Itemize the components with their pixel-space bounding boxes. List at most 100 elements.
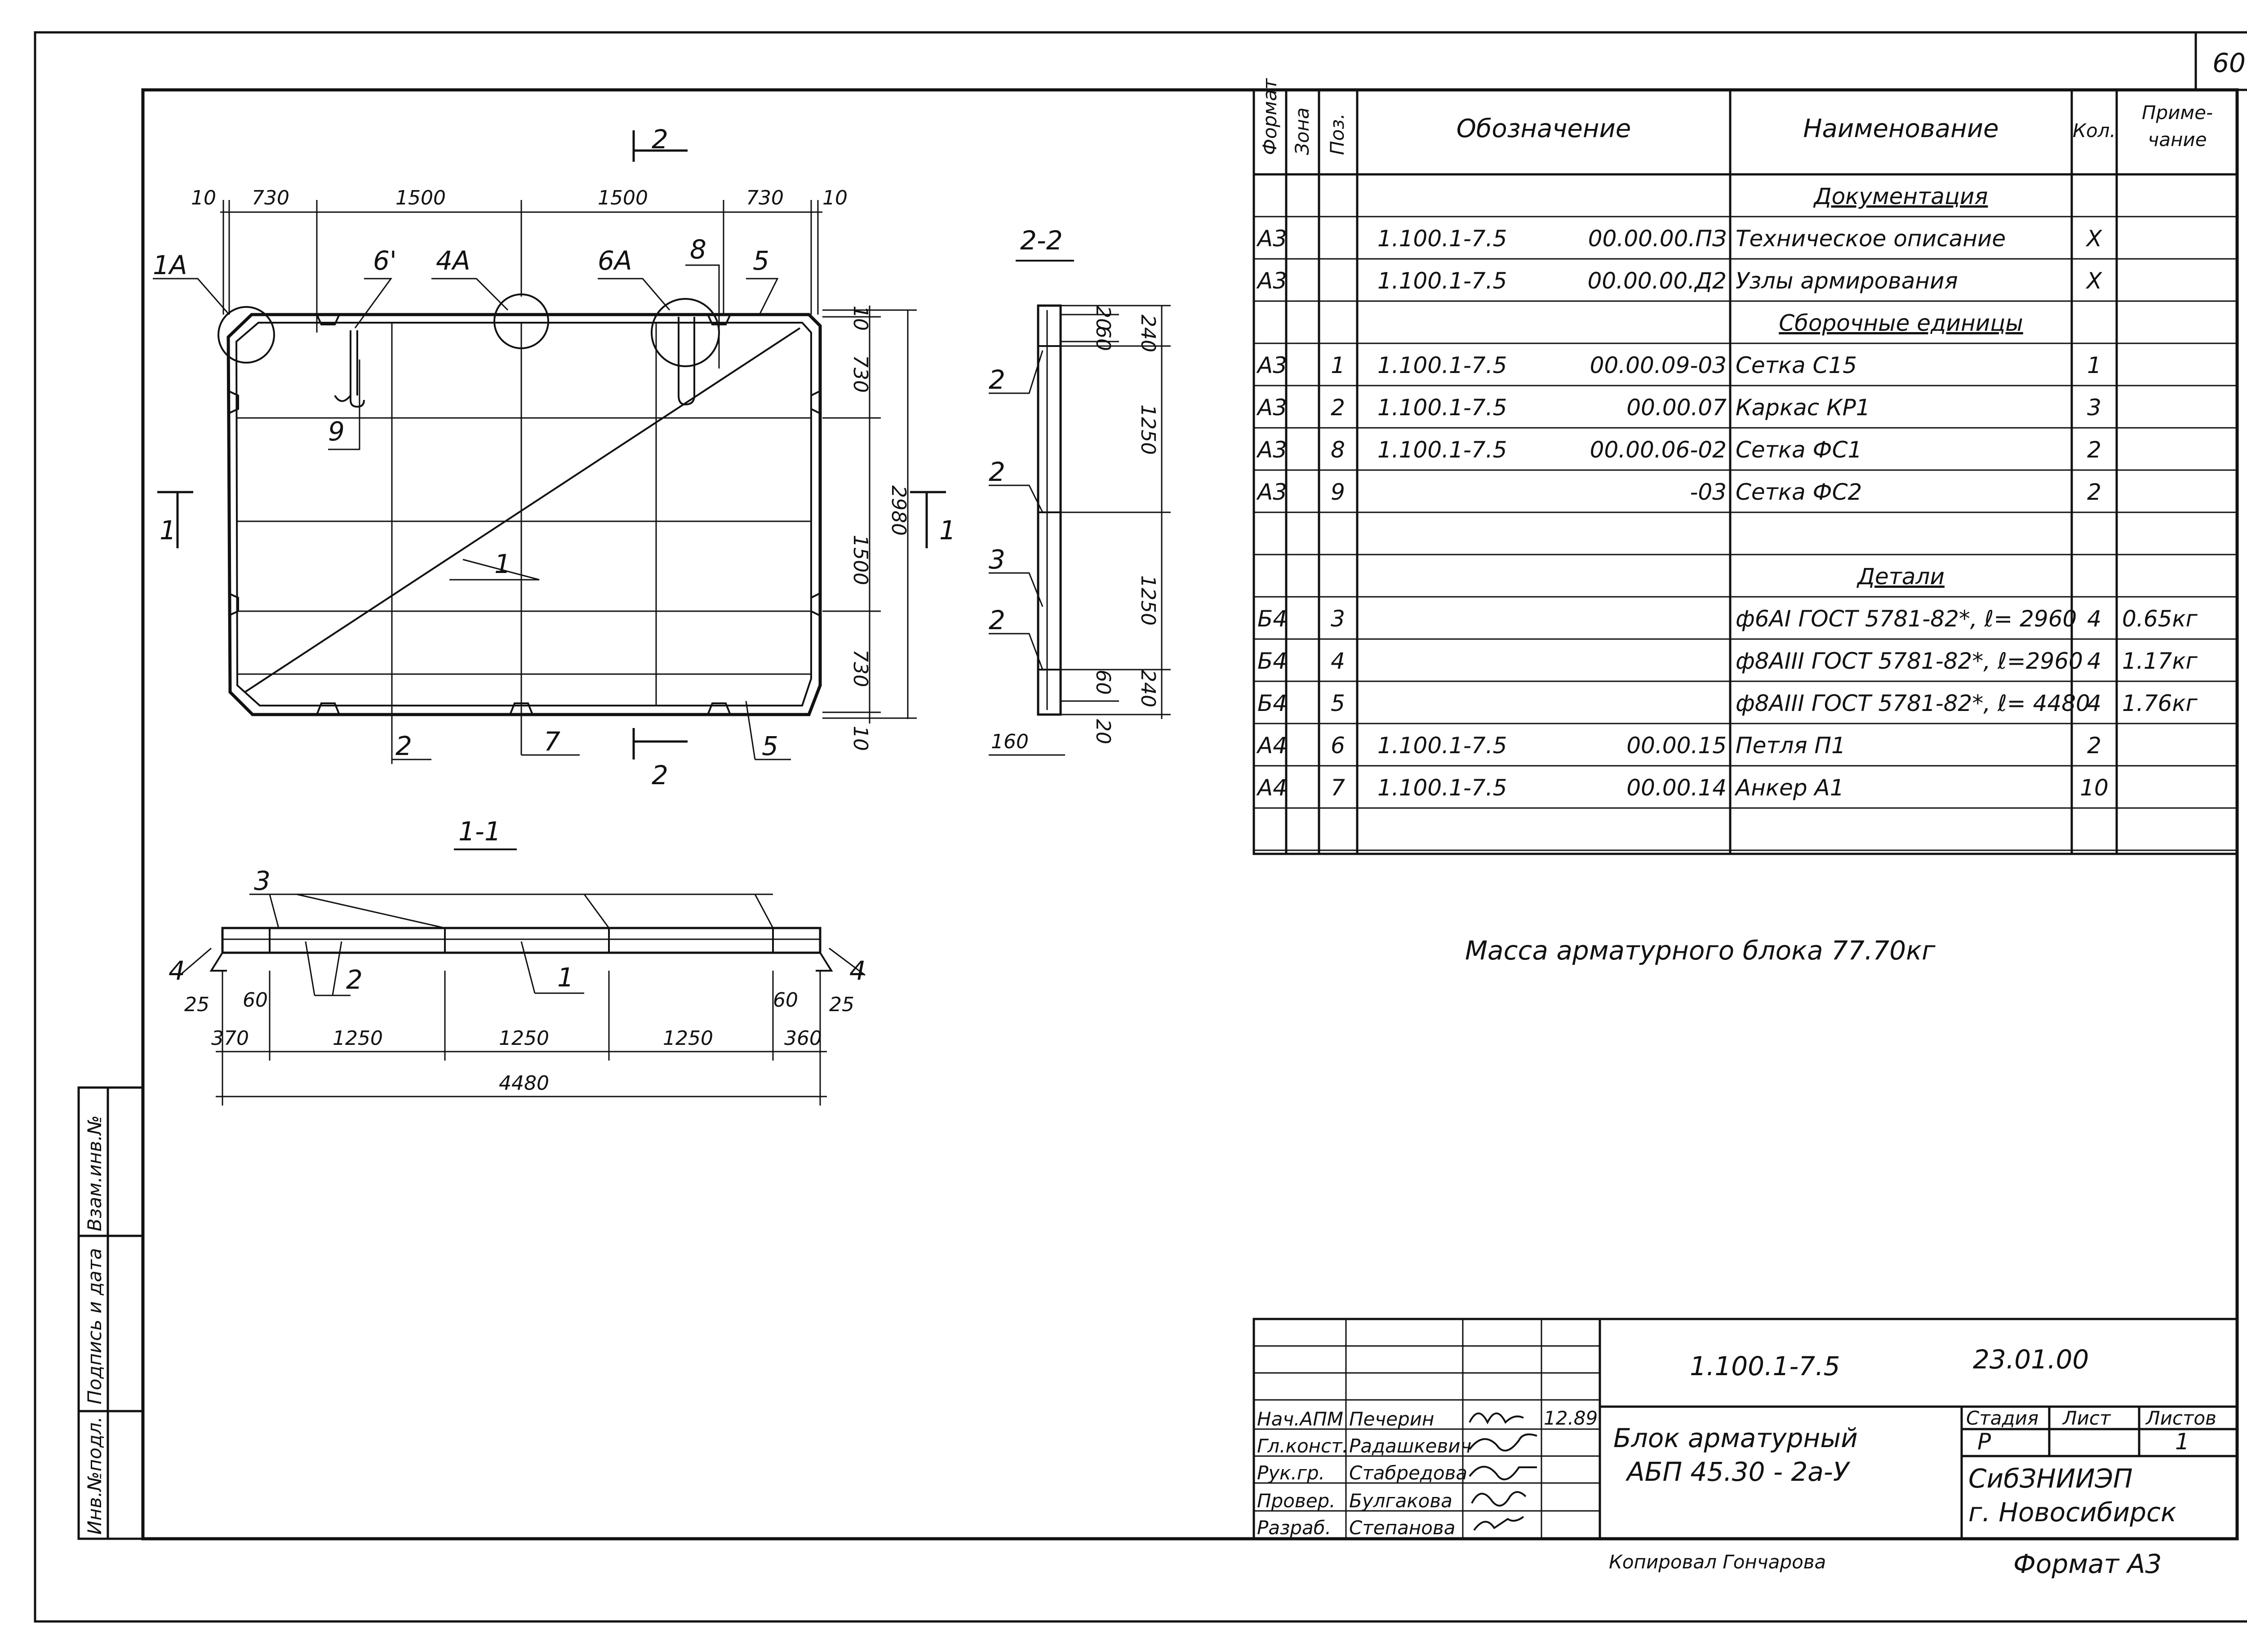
- plan-loop-left: [334, 330, 365, 408]
- section-cut-2-top: [632, 130, 688, 162]
- tb-name-2: Стабредова: [1349, 1462, 1467, 1484]
- section-2-2: 2-2 20 60 240 1250 1250 60 240 20 160 2 …: [989, 225, 1171, 756]
- section22-leader: [989, 350, 1044, 394]
- section22-left-dim: 160: [991, 730, 1029, 753]
- leader-4A: [431, 278, 509, 311]
- section-cut-1-left: [157, 491, 193, 548]
- sheet-number: 60: [2212, 48, 2246, 78]
- spec-cell-designation-code: 00.00.15: [1626, 733, 1727, 759]
- side-stamp-swap: Взам.инв.№: [84, 1115, 106, 1231]
- section22-callout-3: 2: [989, 605, 1005, 635]
- tb-org-1: СибЗНИИЭП: [1968, 1463, 2133, 1494]
- dim-right-0: 10: [849, 306, 872, 331]
- drawing-frame: [141, 88, 2239, 1541]
- section11-callout-2: 2: [346, 964, 363, 995]
- spec-cell-format: Б4: [1257, 606, 1287, 632]
- dim-top-2: 1500: [395, 187, 446, 209]
- leader-8: [685, 264, 720, 369]
- spec-section-heading: Детали: [1856, 564, 1945, 590]
- spec-cell-designation-code: 00.00.09-03: [1590, 352, 1727, 378]
- spec-cell-designation: 1.100.1-7.5: [1377, 437, 1507, 463]
- callout-5-top: 5: [753, 245, 769, 276]
- dim-right-4: 10: [849, 726, 872, 751]
- spec-section-heading: Сборочные единицы: [1779, 310, 2023, 336]
- tb-role-3: Провер.: [1257, 1490, 1336, 1512]
- spec-cell-designation: 1.100.1-7.5: [1377, 352, 1507, 378]
- plan-loop-right: [678, 317, 695, 406]
- section-cut-2-bottom: [632, 728, 688, 759]
- section11-leader-4r: [829, 947, 866, 976]
- spec-cell-format: А3: [1256, 437, 1287, 463]
- spec-cell-designation: 1.100.1-7.5: [1377, 775, 1507, 801]
- spec-cell-pos: 4: [1331, 648, 1345, 674]
- section-1-1: 1-1 3 2 1 4 4 25 60 60 25 370 1250 1250 …: [169, 816, 866, 1106]
- dim-total: 2980: [887, 485, 910, 536]
- side-stamp-sign: Подпись и дата: [84, 1248, 106, 1404]
- tb-title-1: Блок арматурный: [1613, 1423, 1858, 1453]
- tb-sheets-label: Листов: [2145, 1407, 2216, 1429]
- spec-cell-designation: 1.100.1-7.5: [1377, 395, 1507, 421]
- spec-cell-designation-code: -03: [1690, 479, 1727, 505]
- section22-callout-2: 3: [989, 544, 1005, 575]
- signature-3: [1469, 1465, 1537, 1480]
- callout-8: 8: [690, 234, 706, 265]
- spec-cell-qty: 4: [2087, 606, 2101, 632]
- spec-cell-qty: Х: [2085, 268, 2103, 294]
- section11-callout-3: 3: [254, 866, 271, 896]
- signature-5: [1473, 1516, 1524, 1531]
- tb-sheet-label: Лист: [2062, 1407, 2111, 1429]
- tb-name-3: Булгакова: [1349, 1490, 1452, 1512]
- leader-6p: [354, 278, 392, 329]
- spec-cell-qty: 4: [2087, 690, 2101, 716]
- spec-cell-pos: 5: [1331, 690, 1345, 716]
- spec-cell-pos: 9: [1331, 479, 1345, 505]
- section11-dim-small-0: 25: [184, 993, 209, 1016]
- section11-title: 1-1: [458, 816, 501, 847]
- tb-role-2: Рук.гр.: [1257, 1462, 1325, 1484]
- section-mark-2-top: 2: [652, 124, 668, 155]
- section22-callout-1: 2: [989, 457, 1005, 487]
- section22-dim-7: 20: [1092, 719, 1115, 744]
- tb-org-2: г. Новосибирск: [1968, 1497, 2176, 1528]
- spec-cell-qty: 2: [2087, 479, 2101, 505]
- spec-cell-name: Петля П1: [1736, 733, 1846, 759]
- spec-section-heading: Документация: [1813, 183, 1988, 209]
- leader-5b: [745, 701, 791, 760]
- section22-dim-4: 1250: [1137, 575, 1159, 626]
- section11-callout-1: 1: [557, 962, 574, 993]
- signatures: [1469, 1412, 1537, 1531]
- section11-callout-4-left: 4: [169, 955, 185, 986]
- spec-header-zone: Зона: [1291, 107, 1313, 155]
- callout-7: 7: [544, 726, 560, 757]
- section22-title: 2-2: [1020, 225, 1063, 256]
- spec-cell-name: ф8АIII ГОСТ 5781-82*, ℓ= 4480: [1736, 690, 2090, 716]
- section11-dim-small-1: 60: [243, 989, 268, 1012]
- dim-top-4: 730: [746, 187, 784, 209]
- spec-cell-designation: 1.100.1-7.5: [1377, 226, 1507, 252]
- spec-cell-name: Сетка ФС1: [1736, 437, 1862, 463]
- tb-stage-label: Стадия: [1966, 1407, 2038, 1429]
- section22-dim-5: 60: [1092, 670, 1115, 695]
- spec-cell-designation-code: 00.00.07: [1626, 395, 1727, 421]
- section22-leader: [989, 572, 1044, 607]
- spec-cell-designation-code: 00.00.06-02: [1590, 437, 1727, 463]
- spec-cell-pos: 3: [1331, 606, 1345, 632]
- spec-cell-pos: 6: [1331, 733, 1345, 759]
- section-mark-2-bottom: 2: [652, 760, 668, 790]
- side-stamp: Взам.инв.№ Подпись и дата Инв.№подл.: [77, 1086, 144, 1540]
- callout-2: 2: [395, 731, 412, 761]
- side-stamp-inv: Инв.№подл.: [84, 1417, 106, 1535]
- spec-cell-qty: 4: [2087, 648, 2101, 674]
- spec-cell-format: А3: [1256, 352, 1287, 378]
- dim-top-5: 10: [822, 187, 848, 209]
- spec-cell-name: Каркас КР1: [1736, 395, 1870, 421]
- spec-cell-format: А4: [1256, 733, 1287, 759]
- spec-header-name: Наименование: [1803, 114, 1998, 143]
- section11-dim-2: 1250: [499, 1027, 549, 1050]
- format-label: Формат А3: [2013, 1549, 2162, 1579]
- tb-sheets: 1: [2175, 1429, 2189, 1455]
- plan-anchor-right-2: [810, 592, 821, 617]
- callout-6p: 6': [373, 245, 397, 276]
- spec-cell-qty: 2: [2087, 437, 2101, 463]
